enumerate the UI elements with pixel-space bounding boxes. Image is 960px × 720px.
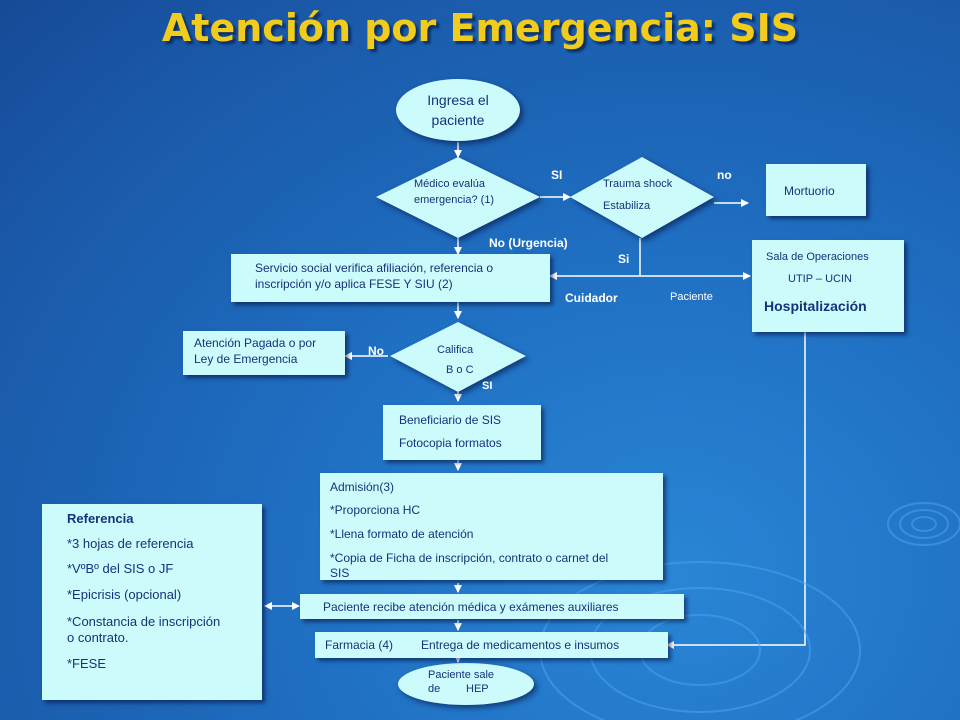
referencia-label-4: *Epicrisis (opcional) xyxy=(67,587,182,602)
admision-label-1: Admisión(3) xyxy=(330,480,395,494)
edge-label-si-mid: Si xyxy=(618,252,630,266)
servicio-label-1: Servicio social verifica afiliación, ref… xyxy=(255,261,494,275)
paciente-recibe-box: Paciente recibe atención médica y exámen… xyxy=(300,594,684,619)
sale-ellipse xyxy=(398,663,534,705)
arrow-sala-farmacia xyxy=(666,332,806,649)
atencion-label-1: Atención Pagada o por xyxy=(194,336,317,350)
beneficiario-box: Beneficiario de SIS Fotocopia formatos xyxy=(383,405,541,460)
sala-label-2: UTIP – UCIN xyxy=(788,273,852,285)
referencia-label-6: o contrato. xyxy=(67,630,129,645)
atencion-pagada-box: Atención Pagada o por Ley de Emergencia xyxy=(183,331,345,375)
medico-diamond xyxy=(376,157,540,238)
referencia-label-2: *3 hojas de referencia xyxy=(67,536,194,551)
mortuorio-label: Mortuorio xyxy=(784,184,835,198)
medico-label-2: emergencia? (1) xyxy=(414,194,495,206)
mortuorio-box: Mortuorio xyxy=(766,164,866,216)
edge-label-si-top: SI xyxy=(551,168,563,182)
servicio-box: Servicio social verifica afiliación, ref… xyxy=(231,254,550,302)
edge-label-no-top: no xyxy=(717,168,732,182)
paciente-recibe-label: Paciente recibe atención médica y exámen… xyxy=(323,600,619,614)
edge-label-si-bottom: SI xyxy=(482,380,493,392)
sala-label-3: Hospitalización xyxy=(764,298,867,314)
atencion-label-2: Ley de Emergencia xyxy=(194,352,298,366)
edge-label-no-left: No xyxy=(368,344,384,358)
califica-label-1: Califica xyxy=(437,344,474,356)
admision-box: Admisión(3) *Proporciona HC *Llena forma… xyxy=(320,473,663,580)
sale-label-1: Paciente sale xyxy=(428,669,495,681)
edge-label-paciente: Paciente xyxy=(670,291,713,303)
trauma-label-1: Trauma shock xyxy=(603,178,673,190)
sala-box: Sala de Operaciones UTIP – UCIN Hospital… xyxy=(752,240,904,332)
beneficiario-label-1: Beneficiario de SIS xyxy=(399,413,502,427)
beneficiario-label-2: Fotocopia formatos xyxy=(399,436,502,450)
ingresa-label-1: Ingresa el xyxy=(427,92,489,108)
medico-label-1: Médico evalúa xyxy=(414,178,485,190)
sala-label-1: Sala de Operaciones xyxy=(766,251,869,263)
referencia-label-1: Referencia xyxy=(67,511,134,526)
referencia-box: Referencia *3 hojas de referencia *VºBº … xyxy=(42,504,262,700)
edge-label-cuidador: Cuidador xyxy=(565,291,618,305)
admision-label-3: *Llena formato de atención xyxy=(330,527,474,541)
servicio-label-2: inscripción y/o aplica FESE Y SIU (2) xyxy=(255,277,453,291)
admision-label-5: SIS xyxy=(330,566,350,580)
ingresa-ellipse xyxy=(396,79,520,141)
trauma-diamond xyxy=(570,157,714,238)
ingresa-label-2: paciente xyxy=(431,112,485,128)
edge-label-no-urgencia: No (Urgencia) xyxy=(489,236,568,250)
farmacia-box: Farmacia (4) Entrega de medicamentos e i… xyxy=(315,632,668,658)
page-title: Atención por Emergencia: SIS xyxy=(161,6,799,50)
sale-label-3: HEP xyxy=(466,683,489,695)
farmacia-label-1: Farmacia (4) xyxy=(325,638,394,652)
califica-diamond xyxy=(390,322,526,392)
referencia-label-3: *VºBº del SIS o JF xyxy=(67,561,174,576)
referencia-label-5: *Constancia de inscripción xyxy=(67,614,221,629)
admision-label-2: *Proporciona HC xyxy=(330,503,421,517)
admision-label-4: *Copia de Ficha de inscripción, contrato… xyxy=(330,551,609,565)
sale-label-2: de xyxy=(428,683,441,695)
referencia-label-7: *FESE xyxy=(67,656,107,671)
califica-label-2: B o C xyxy=(446,364,474,376)
farmacia-label-2: Entrega de medicamentos e insumos xyxy=(421,638,620,652)
trauma-label-2: Estabiliza xyxy=(603,200,651,212)
